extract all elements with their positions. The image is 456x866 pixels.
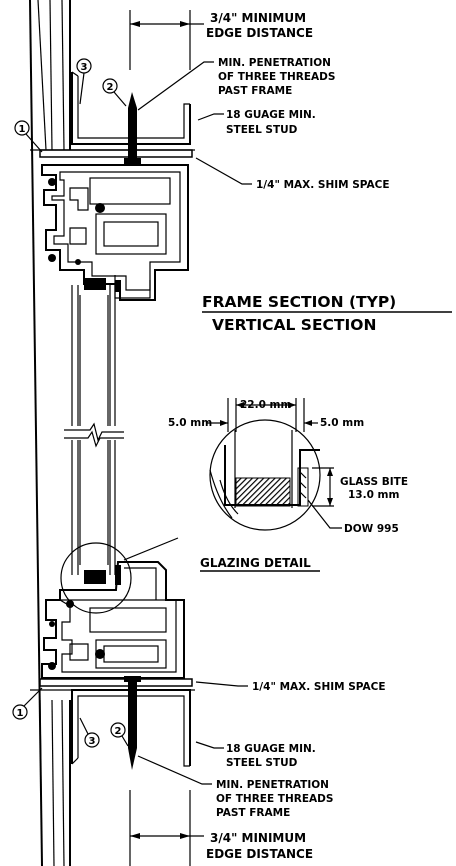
wall-section: [29, 0, 71, 866]
bottom-stud-line2: STEEL STUD: [226, 757, 298, 769]
svg-text:2: 2: [115, 726, 122, 737]
top-screw: [124, 92, 141, 166]
section-subtitle: VERTICAL SECTION: [212, 316, 376, 334]
detail-circle: [60, 542, 132, 614]
top-shim-label: 1/4" MAX. SHIM SPACE: [256, 179, 390, 191]
bottom-shim-leader: [195, 681, 248, 687]
bottom-screw: [124, 676, 141, 770]
glass-bite-label: GLASS BITE: [340, 476, 408, 488]
top-stud-line1: 18 GUAGE MIN.: [226, 109, 316, 121]
glazing-dimension-lines: [206, 398, 342, 529]
top-edge-distance-dimension: [129, 10, 204, 70]
glazing-detail: [123, 419, 321, 561]
bottom-callout-1: 1: [12, 687, 43, 720]
glazing-detail-title: GLAZING DETAIL: [200, 556, 311, 570]
bottom-penetration-line1: MIN. PENETRATION: [216, 779, 329, 791]
bottom-frame-profile: [41, 542, 185, 679]
sealant-label: DOW 995: [344, 523, 399, 535]
insulated-glass-unit: [64, 285, 124, 575]
bottom-stud-leader: [195, 741, 224, 749]
glazing-dim-total: 22.0 mm: [240, 399, 292, 411]
bottom-shim-label: 1/4" MAX. SHIM SPACE: [252, 681, 386, 693]
top-callout-3: 3: [76, 58, 92, 105]
top-penetration-line3: PAST FRAME: [218, 85, 292, 97]
top-callout-2: 2: [102, 78, 127, 107]
top-shim-leader: [195, 157, 252, 185]
bottom-penetration-line3: PAST FRAME: [216, 807, 290, 819]
top-callout-1: 1: [14, 120, 43, 153]
bottom-edge-distance-dimension: [129, 790, 204, 866]
svg-text:3: 3: [89, 736, 96, 747]
top-glass-setting-block: [84, 278, 121, 292]
top-penetration-line2: OF THREE THREADS: [218, 71, 335, 83]
bottom-shim-plates: [30, 678, 195, 691]
glass-bite-value: 13.0 mm: [348, 489, 400, 501]
bottom-edge-distance-line1: 3/4" MINIMUM: [210, 831, 306, 845]
top-edge-distance-line1: 3/4" MINIMUM: [210, 11, 306, 25]
bottom-penetration-leader: [137, 755, 212, 785]
top-frame-profile: [41, 164, 189, 301]
top-shim-plates: [39, 149, 193, 158]
bottom-callout-2: 2: [110, 722, 129, 747]
svg-text:1: 1: [17, 708, 24, 719]
glazing-dim-left: 5.0 mm: [168, 417, 212, 429]
top-stud-leader: [197, 113, 224, 121]
bottom-penetration-line2: OF THREE THREADS: [216, 793, 333, 805]
glazing-dim-right: 5.0 mm: [320, 417, 364, 429]
top-penetration-line1: MIN. PENETRATION: [218, 57, 331, 69]
bottom-callout-3: 3: [79, 717, 100, 748]
bottom-stud-line1: 18 GUAGE MIN.: [226, 743, 316, 755]
bottom-edge-distance-line2: EDGE DISTANCE: [206, 847, 313, 861]
top-stud-line2: STEEL STUD: [226, 124, 298, 136]
svg-text:2: 2: [107, 82, 114, 93]
top-edge-distance-line2: EDGE DISTANCE: [206, 26, 313, 40]
svg-text:1: 1: [19, 124, 26, 135]
svg-text:3: 3: [81, 62, 88, 73]
section-title: FRAME SECTION (TYP): [202, 293, 396, 311]
top-penetration-leader: [137, 61, 214, 111]
